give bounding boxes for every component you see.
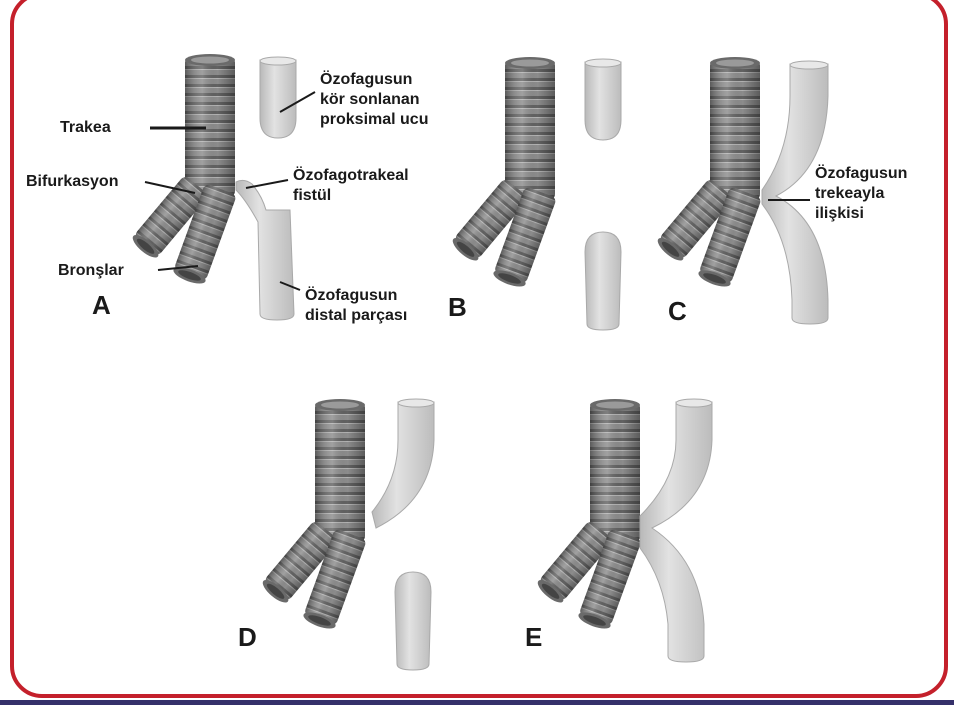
label-trakea: Trakea	[60, 119, 111, 136]
distal-esophagus-a	[236, 180, 294, 320]
label-distal-line1: Özofagusun	[305, 285, 397, 304]
panel-d: D	[238, 399, 434, 670]
proximal-esophagus-d	[372, 402, 434, 528]
label-proximal-line1: Özofagusun	[320, 69, 412, 88]
label-relation-line3: ilişkisi	[815, 205, 864, 222]
label-bifurkasyon: Bifurkasyon	[26, 173, 118, 190]
label-relation-line1: Özofagusun	[815, 163, 907, 182]
panel-letter-b: B	[448, 292, 467, 322]
label-bronslar: Bronşlar	[58, 262, 124, 279]
label-proximal-line3: proksimal ucu	[320, 111, 428, 128]
label-fistula-line1: Özofagotrakeal	[293, 165, 409, 184]
label-fistula-line2: fistül	[293, 187, 331, 204]
panel-c: Özofagusun trekeayla ilişkisi C	[654, 57, 907, 326]
panel-b: B	[448, 57, 621, 330]
panel-letter-e: E	[525, 622, 542, 652]
label-distal-line2: distal parçası	[305, 307, 407, 324]
panel-e: E	[525, 399, 712, 662]
panel-letter-c: C	[668, 296, 687, 326]
panel-letter-d: D	[238, 622, 257, 652]
bottom-band	[0, 700, 954, 705]
esophagus-e	[640, 402, 712, 662]
panel-letter-a: A	[92, 290, 111, 320]
panel-a: Trakea Bifurkasyon Bronşlar Özofagusun k…	[26, 54, 428, 324]
label-proximal-line2: kör sonlanan	[320, 91, 420, 108]
label-relation-line2: trekeayla	[815, 185, 884, 202]
